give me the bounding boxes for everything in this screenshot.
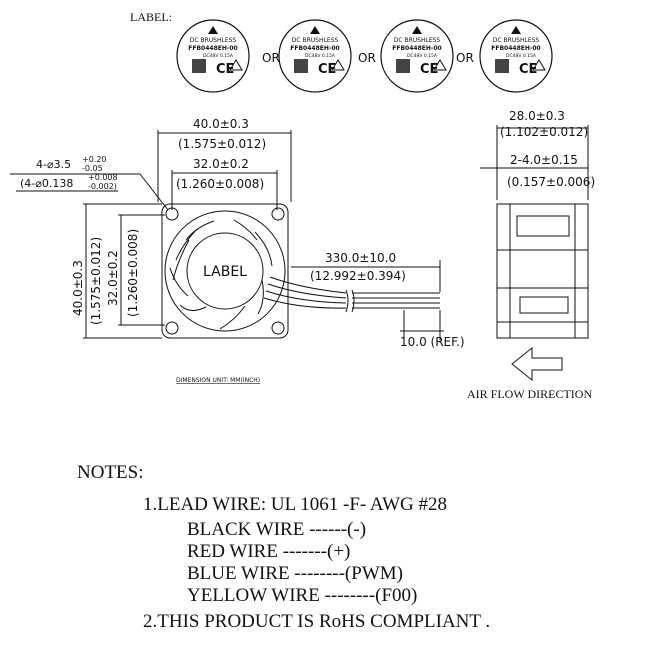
drawing-area: 40.0±0.3 (1.575±0.012) 32.0±0.2 (1.260±0… <box>0 100 651 420</box>
note-yellow-wire: YELLOW WIRE --------(F00) <box>187 585 418 606</box>
hole-in-tol-dn: -0.002) <box>88 182 117 191</box>
dim-flange-mm: 2-4.0±0.15 <box>510 153 578 167</box>
dim-width-mm: 40.0±0.3 <box>193 117 249 131</box>
dim-vpitch-mm: 32.0±0.2 <box>106 250 120 306</box>
label-sticker-3: DC BRUSHLESS FFB0448EH-00 DC48V 0.15A CE <box>380 19 454 93</box>
label-sticker-4: DC BRUSHLESS FFB0448EH-00 DC48V 0.15A CE <box>479 19 553 93</box>
label-2-model: FFB0448EH-00 <box>290 45 339 52</box>
label-1-rating: DC48V 0.15A <box>203 53 234 59</box>
label-row: DC BRUSHLESS FFB0448EH-00 DC48V 0.15A CE… <box>0 0 651 110</box>
label-3-model: FFB0448EH-00 <box>392 45 441 52</box>
label-3-line1: DC BRUSHLESS <box>394 37 441 44</box>
or-2: OR <box>358 51 376 65</box>
svg-text:CE: CE <box>420 62 438 77</box>
or-3: OR <box>456 51 474 65</box>
hole-mm: 4-⌀3.5 <box>36 158 71 171</box>
dim-depth-in: (1.102±0.012) <box>500 125 588 139</box>
dim-pitch-in: (1.260±0.008) <box>176 177 264 191</box>
dim-lead-mm: 330.0±10.0 <box>325 251 396 265</box>
label-4-model: FFB0448EH-00 <box>491 45 540 52</box>
label-1-line1: DC BRUSHLESS <box>190 37 237 44</box>
notes-title: NOTES: <box>77 462 144 483</box>
label-3-rating: DC48V 0.15A <box>407 53 438 59</box>
note-black-wire: BLACK WIRE ------(-) <box>187 519 367 540</box>
hole-mm-tol-dn: -0.05 <box>82 164 103 173</box>
label-2-line1: DC BRUSHLESS <box>292 37 339 44</box>
label-1-model: FFB0448EH-00 <box>188 45 237 52</box>
dim-width-in: (1.575±0.012) <box>178 137 266 151</box>
svg-text:CE: CE <box>318 62 336 77</box>
note-blue-wire: BLUE WIRE --------(PWM) <box>187 563 403 584</box>
dim-vpitch-in: (1.260±0.008) <box>126 229 140 317</box>
dim-pitch-mm: 32.0±0.2 <box>193 157 249 171</box>
label-sticker-1: DC BRUSHLESS FFB0448EH-00 DC48V 0.15A CE <box>176 19 250 93</box>
hole-in: (4-⌀0.138 <box>20 177 73 190</box>
hub-label: LABEL <box>203 264 247 280</box>
dim-height-mm: 40.0±0.3 <box>71 260 85 316</box>
label-4-rating: DC48V 0.15A <box>506 53 537 59</box>
airflow-label: AIR FLOW DIRECTION <box>467 387 592 401</box>
note-lead-wire: 1.LEAD WIRE: UL 1061 -F- AWG #28 <box>143 494 448 515</box>
dim-strip: 10.0 (REF.) <box>400 335 465 349</box>
dim-lead-in: (12.992±0.394) <box>310 269 406 283</box>
hole-in-tol-up: +0.008 <box>88 173 118 182</box>
dim-flange-in: (0.157±0.006) <box>507 175 595 189</box>
hole-mm-tol-up: +0.20 <box>82 155 107 164</box>
label-2-rating: DC48V 0.15A <box>305 53 336 59</box>
label-title: LABEL: <box>130 10 172 24</box>
note-rohs: 2.THIS PRODUCT IS RoHS COMPLIANT . <box>143 611 491 632</box>
dimension-unit-note: DIMENSION UNIT: MM(INCH) <box>176 377 260 384</box>
label-4-line1: DC BRUSHLESS <box>493 37 540 44</box>
dim-depth-mm: 28.0±0.3 <box>509 109 565 123</box>
svg-text:CE: CE <box>519 62 537 77</box>
dim-height-in: (1.575±0.012) <box>89 237 103 325</box>
note-red-wire: RED WIRE -------(+) <box>187 541 351 562</box>
svg-text:CE: CE <box>216 62 234 77</box>
or-1: OR <box>262 51 280 65</box>
label-sticker-2: DC BRUSHLESS FFB0448EH-00 DC48V 0.15A CE <box>278 19 352 93</box>
